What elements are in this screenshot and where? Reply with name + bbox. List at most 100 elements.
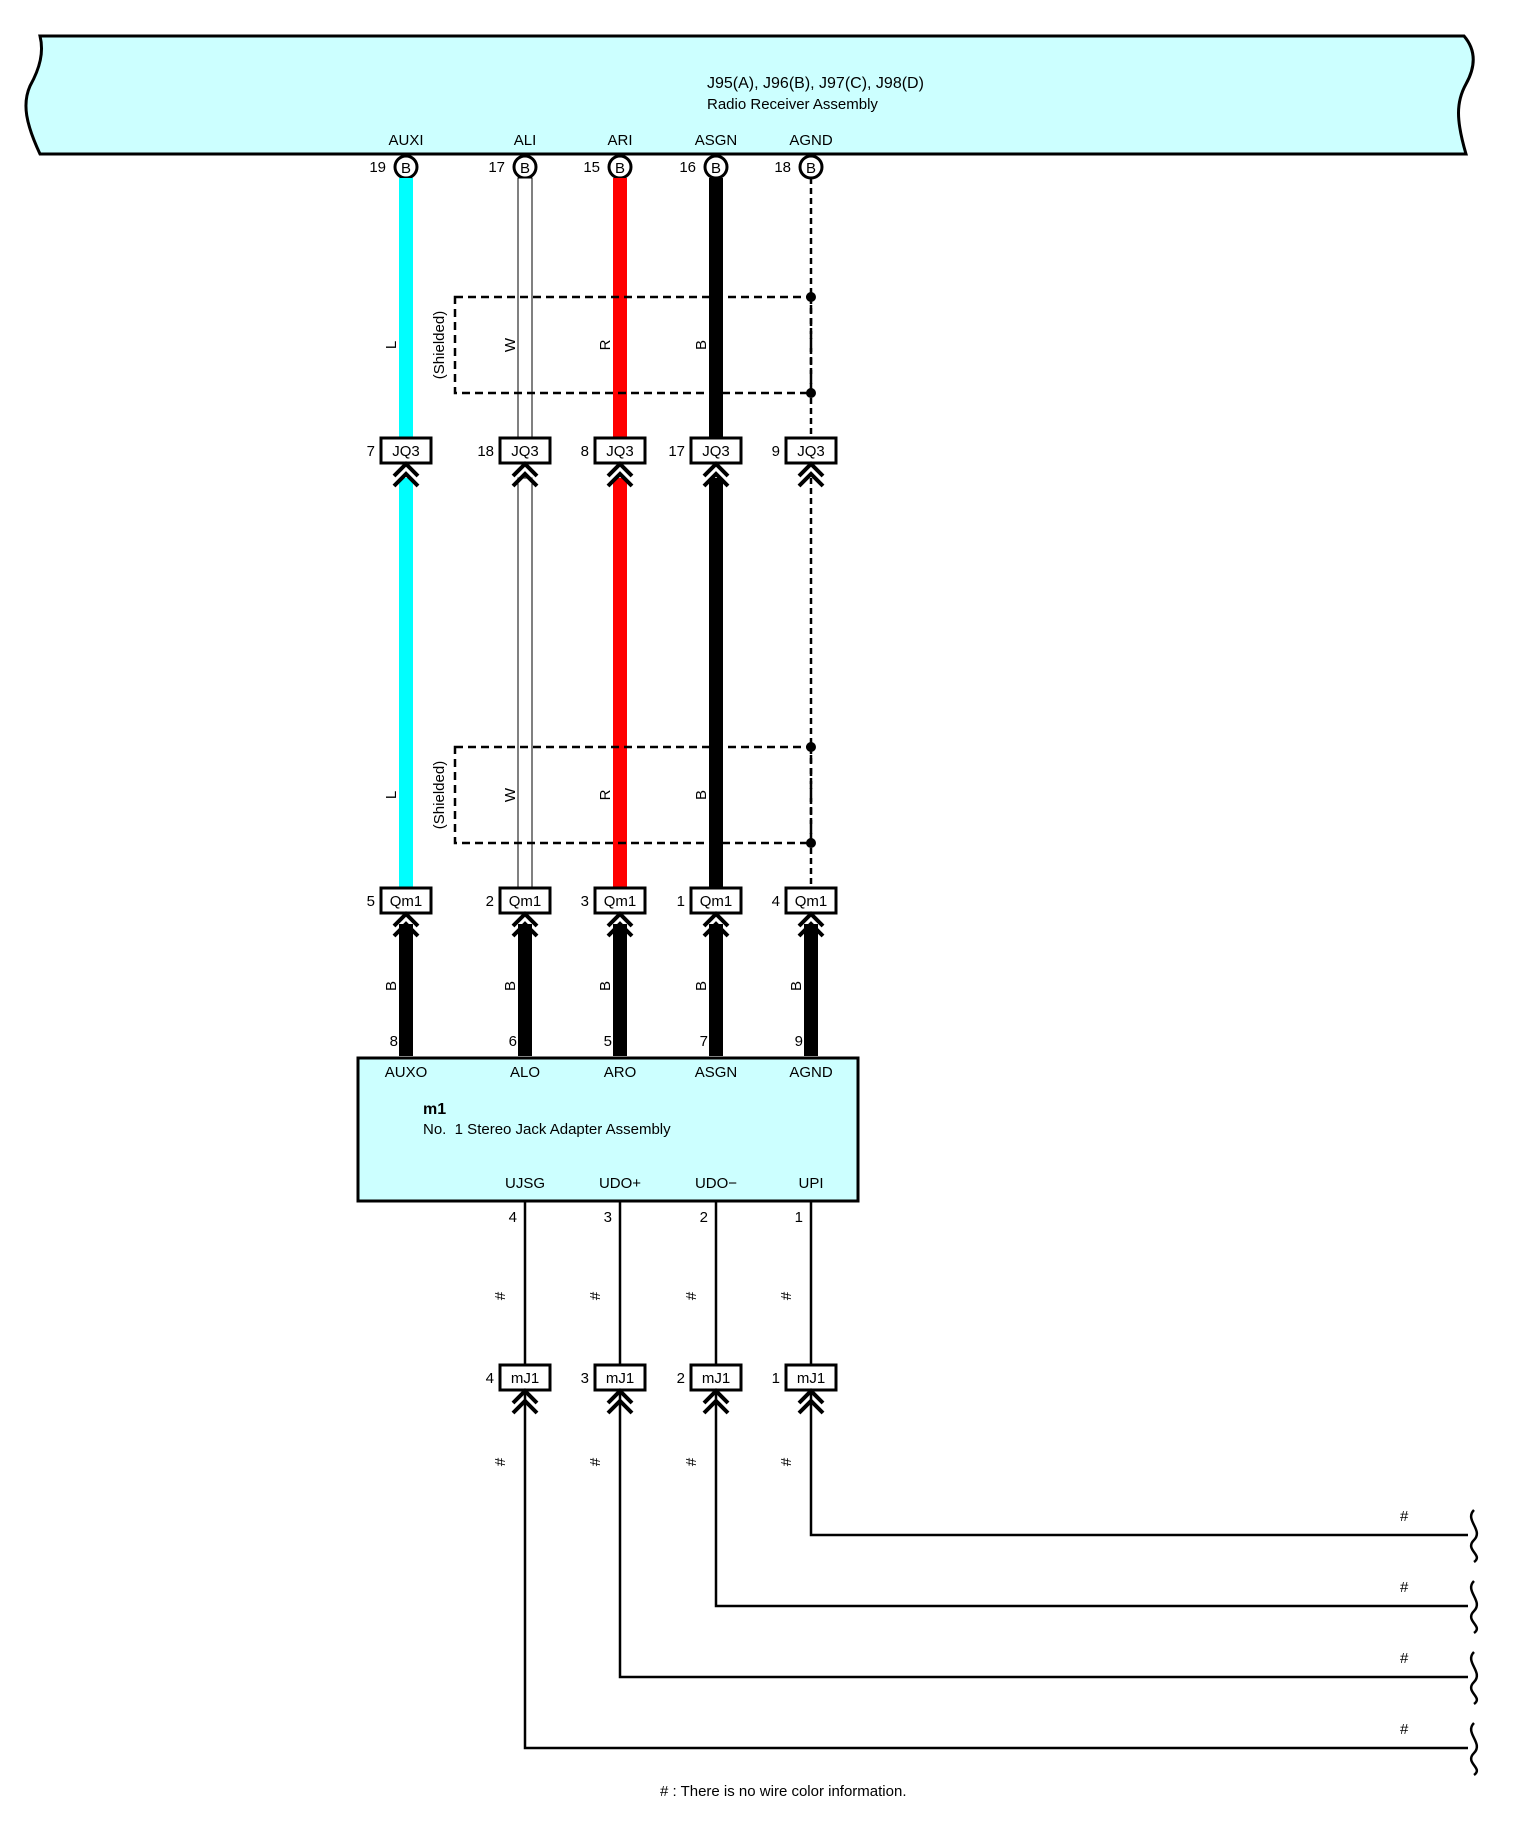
connector-letter: B <box>711 160 721 177</box>
jq3-connector: 17 JQ3 <box>668 436 743 488</box>
connector-box <box>379 436 433 465</box>
adapter-name: No. 1 Stereo Jack Adapter Assembly <box>423 1121 671 1138</box>
adapter-pin-label: ALO <box>510 1064 540 1081</box>
connector-box <box>498 886 552 915</box>
pin-number: 19 <box>369 159 386 176</box>
wires-middle <box>399 477 813 891</box>
wire-code-auxi: L <box>383 791 400 799</box>
wire-continuation-break-icon <box>1469 1651 1479 1706</box>
wire-code: B <box>597 981 614 991</box>
connector-name: mJ1 <box>606 1370 634 1387</box>
wires-upper <box>399 177 813 445</box>
jq3-connector: 7 JQ3 <box>367 436 433 488</box>
jq3-connector: 18 JQ3 <box>477 436 552 488</box>
connector-box <box>689 436 743 465</box>
connector-pin-number: 2 <box>486 893 494 910</box>
connector-name: Qm1 <box>795 893 828 910</box>
no-color-mark: # <box>778 1291 795 1300</box>
no-color-mark: # <box>1400 1721 1409 1738</box>
wire-continuation-break-icon <box>1469 1509 1479 1564</box>
adapter-pin-number: 9 <box>795 1033 803 1050</box>
wire-code-asgn: B <box>693 340 710 350</box>
connector-pin-number: 1 <box>772 1370 780 1387</box>
connector-pin-number: 4 <box>772 893 780 910</box>
mj1-connector: 2 mJ1 <box>677 1363 743 1415</box>
connector-pin-number: 9 <box>772 443 780 460</box>
wire-ali-white <box>517 477 533 891</box>
connector-letter: B <box>615 160 625 177</box>
wire-udo-plus-route <box>618 1392 1468 1679</box>
wire-code: B <box>693 981 710 991</box>
connector-name: mJ1 <box>702 1370 730 1387</box>
shield-label: (Shielded) <box>431 311 448 379</box>
adapter-pin-label: AUXO <box>385 1064 428 1081</box>
qm1-connectors: 5 Qm1 2 Qm1 3 Qm1 1 Qm1 4 Qm1 <box>367 886 838 938</box>
chevron-up-icon <box>511 461 539 488</box>
radio-receiver-assembly: J95(A), J96(B), J97(C), J98(D) Radio Rec… <box>24 34 1475 156</box>
shield-box <box>453 295 813 395</box>
connector-pin-number: 4 <box>486 1370 494 1387</box>
wire-code-ali: W <box>502 787 519 802</box>
connector-pin-number: 18 <box>477 443 494 460</box>
chevron-up-icon <box>702 461 730 488</box>
receiver-banner <box>24 34 1475 156</box>
wire-code-asgn: B <box>693 790 710 800</box>
adapter-pin-label: ARO <box>604 1064 637 1081</box>
chevron-up-icon <box>392 911 420 938</box>
chevron-up-icon <box>797 461 825 488</box>
wire-code: B <box>383 981 400 991</box>
adapter-pin-number: 8 <box>390 1033 398 1050</box>
qm1-connector: 5 Qm1 <box>367 886 433 938</box>
mj1-connector: 4 mJ1 <box>486 1363 552 1415</box>
pin-number: 15 <box>583 159 600 176</box>
no-color-mark: # <box>1400 1579 1409 1596</box>
wire-ari-red <box>613 478 627 890</box>
footnote: # : There is no wire color information. <box>660 1783 907 1800</box>
connector-pin-number: 2 <box>677 1370 685 1387</box>
wire-auxi-cyan <box>399 178 413 444</box>
wire-upi-route <box>809 1392 1468 1537</box>
jq3-connector: 8 JQ3 <box>581 436 647 488</box>
pin-label: ASGN <box>695 132 738 149</box>
receiver-pin-auxi: AUXI 19 B <box>369 132 424 180</box>
no-color-mark: # <box>683 1291 700 1300</box>
adapter-pin-label: UDO− <box>695 1175 737 1192</box>
wire-agnd-black <box>804 924 818 1056</box>
shield-label: (Shielded) <box>431 761 448 829</box>
wire-continuation-break-icon <box>1469 1580 1479 1635</box>
connector-name: mJ1 <box>797 1370 825 1387</box>
adapter-pin-number: 6 <box>509 1033 517 1050</box>
adapter-pin-label: UJSG <box>505 1175 545 1192</box>
no-color-mark: # <box>587 1291 604 1300</box>
connector-box <box>498 436 552 465</box>
connector-name: mJ1 <box>511 1370 539 1387</box>
qm1-connector: 4 Qm1 <box>772 886 838 938</box>
wire-color-codes-lower: L W R B <box>383 787 710 802</box>
chevron-up-icon <box>606 461 634 488</box>
connector-name: Qm1 <box>390 893 423 910</box>
wire-code-auxi: L <box>383 341 400 349</box>
connector-box <box>784 1363 838 1392</box>
adapter-code: m1 <box>423 1101 446 1118</box>
adapter-box <box>356 1056 860 1203</box>
no-color-mark: # <box>1400 1650 1409 1667</box>
wire-code-ari: R <box>597 789 614 800</box>
connector-letter: B <box>401 160 411 177</box>
stereo-jack-adapter-assembly: 8 6 5 7 9 AUXO ALO ARO ASGN AGND m1 No. … <box>356 1033 860 1226</box>
adapter-pin-label: UPI <box>798 1175 823 1192</box>
connector-pin-number: 8 <box>581 443 589 460</box>
connector-pin-number: 17 <box>668 443 685 460</box>
mj1-connectors: 4 mJ1 3 mJ1 2 mJ1 1 mJ1 <box>486 1363 838 1415</box>
shield-upper: (Shielded) <box>431 292 816 398</box>
adapter-pin-number: 3 <box>604 1209 612 1226</box>
wire-ari-red <box>613 178 627 444</box>
wires-lower: B B B B B <box>383 924 818 1056</box>
no-color-mark: # <box>683 1457 700 1466</box>
wire-auxi-cyan <box>399 478 413 890</box>
shield-box <box>453 745 813 845</box>
wire-color-codes-upper: L W R B <box>383 337 710 352</box>
connector-name: JQ3 <box>511 443 539 460</box>
wire-continuation-break-icon <box>1469 1722 1479 1777</box>
jq3-connector: 9 JQ3 <box>772 436 838 488</box>
